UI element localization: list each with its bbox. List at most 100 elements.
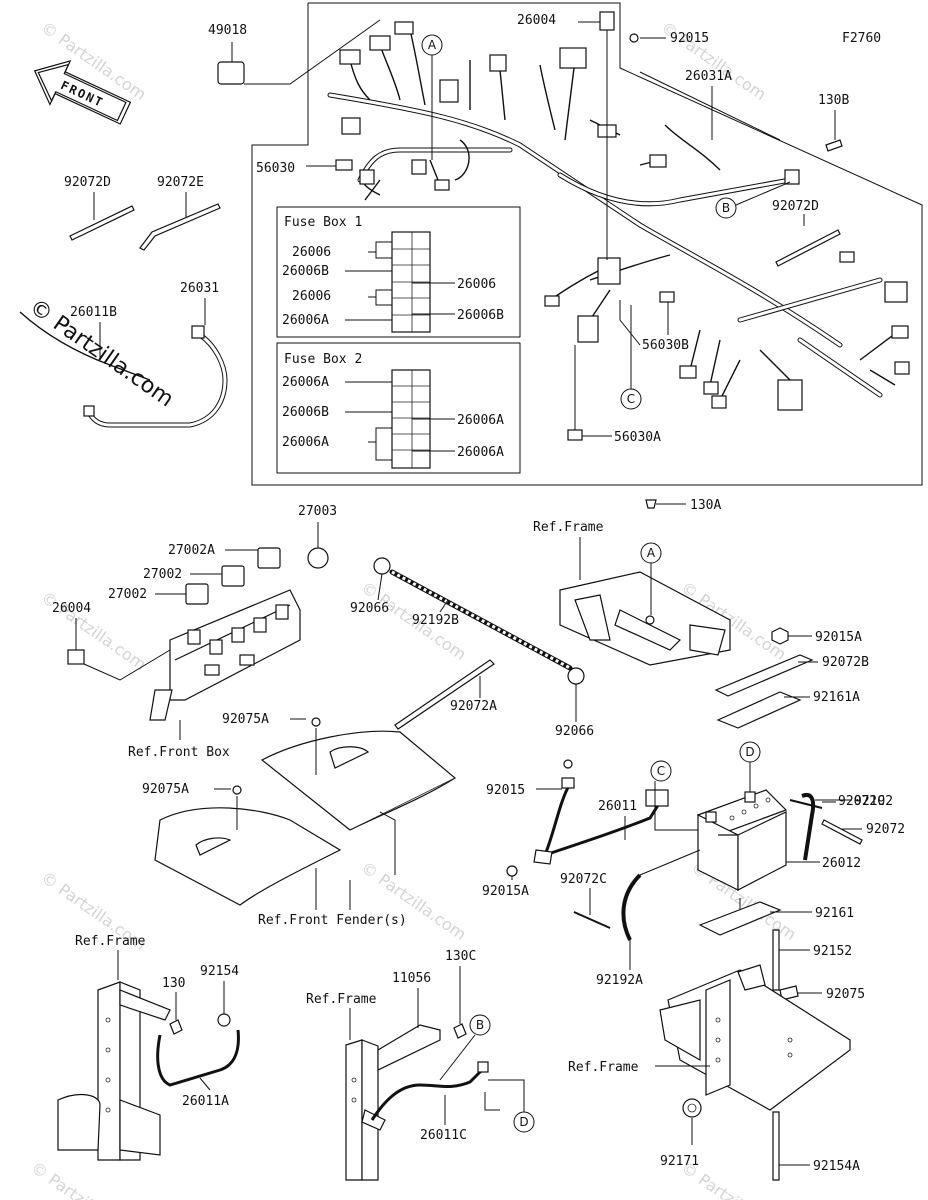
- label-92192B: 92192B: [412, 613, 459, 628]
- clip-56030A: [567, 429, 583, 441]
- fuse-box-1-left-4: 26006A: [282, 313, 329, 328]
- rod-92152: [772, 929, 780, 991]
- cable-26011C: [370, 1068, 484, 1121]
- callout-b-bottom: [469, 1014, 491, 1036]
- fuse-box-1-right-2: 26006B: [457, 308, 504, 323]
- main-harness-box: [251, 2, 923, 486]
- tube-92192: [801, 793, 816, 861]
- nut-92015-mid: [563, 759, 573, 769]
- tube-92192A: [621, 873, 642, 941]
- fuse-box-2-title: Fuse Box 2: [284, 352, 362, 367]
- callout-d-bottom-label: D: [519, 1115, 528, 1129]
- ref-frame-bottom-right: Ref.Frame: [568, 1060, 639, 1075]
- callout-c-label: C: [627, 392, 635, 406]
- label-11056: 11056: [392, 971, 431, 986]
- bracket-92072B: [714, 654, 814, 697]
- tie-92072D-right: [775, 229, 841, 267]
- callout-d-battery-label: D: [745, 745, 754, 759]
- label-26031: 26031: [180, 281, 219, 296]
- tie-92072C-left: [573, 911, 611, 929]
- ref-front-box: Ref.Front Box: [128, 745, 230, 760]
- bolt-130: [169, 1019, 183, 1035]
- label-92072B: 92072B: [822, 655, 869, 670]
- frame-bottom-left: [57, 981, 171, 1161]
- fuse-box-2: Fuse Box 2 26006A 26006B 26006A 26006A 2…: [276, 342, 521, 474]
- bolt-130A: [645, 499, 657, 509]
- label-92066-top: 92066: [350, 601, 389, 616]
- tie-92072E: [139, 203, 221, 251]
- cable-26011A: [156, 1029, 240, 1087]
- relay-27002-b: [185, 583, 209, 605]
- label-26004-mid: 26004: [52, 601, 91, 616]
- fuse-box-1: Fuse Box 1 26006 26006B 26006 26006A 260…: [276, 206, 521, 338]
- label-92015A-top: 92015A: [815, 630, 862, 645]
- label-92072E: 92072E: [157, 175, 204, 190]
- fuse-box-1-left-2: 26006B: [282, 264, 329, 279]
- label-56030A: 56030A: [614, 430, 661, 445]
- frame-top: [559, 571, 731, 666]
- harness-26031: [19, 311, 228, 428]
- bolt-130C: [453, 1023, 467, 1039]
- frame-bottom-mid: [345, 1024, 441, 1181]
- label-26011A: 26011A: [182, 1094, 229, 1109]
- bracket-11056: [377, 1024, 441, 1071]
- clip-56030: [335, 159, 353, 171]
- label-92154A: 92154A: [813, 1159, 860, 1174]
- label-92072A: 92072A: [450, 699, 497, 714]
- battery-terminal: [645, 789, 669, 807]
- label-92152: 92152: [813, 944, 852, 959]
- cable-26011: [506, 759, 669, 877]
- ref-frame-top: Ref.Frame: [533, 520, 604, 535]
- label-26011: 26011: [598, 799, 637, 814]
- label-56030: 56030: [256, 161, 295, 176]
- rivet-92075A-b: [232, 785, 242, 795]
- label-92015-top: 92015: [670, 31, 709, 46]
- label-27003: 27003: [298, 504, 337, 519]
- label-49018: 49018: [208, 23, 247, 38]
- label-92171: 92171: [660, 1154, 699, 1169]
- callout-b-label: B: [722, 201, 730, 215]
- callout-c-battery: [650, 760, 672, 782]
- label-27002-a: 27002: [143, 567, 182, 582]
- figure-code: F2760: [842, 31, 881, 46]
- label-92154: 92154: [200, 964, 239, 979]
- label-92075: 92075: [826, 987, 865, 1002]
- harness-connectors: [339, 21, 910, 411]
- label-92072D-left: 92072D: [64, 175, 111, 190]
- rivet-92075A-a: [311, 717, 321, 727]
- nut-92015: [629, 33, 639, 43]
- tie-92072A: [394, 659, 495, 730]
- callout-a-frame-label: A: [647, 546, 656, 560]
- label-92066-bottom: 92066: [555, 724, 594, 739]
- label-92075A-a: 92075A: [222, 712, 269, 727]
- label-26011B: 26011B: [70, 305, 117, 320]
- connector-26004: [599, 11, 615, 31]
- label-92161: 92161: [815, 906, 854, 921]
- fuse-box-2-right-2: 26006A: [457, 445, 504, 460]
- label-56030B: 56030B: [642, 338, 689, 353]
- label-92072D-right: 92072D: [772, 199, 819, 214]
- pad-92161A: [716, 691, 802, 729]
- label-92072C-left: 92072C: [560, 872, 607, 887]
- nut-92015A-top: [771, 627, 789, 645]
- label-130: 130: [162, 976, 185, 991]
- label-130A: 130A: [690, 498, 721, 513]
- fuse-box-1-right-1: 26006: [457, 277, 496, 292]
- front-box: [67, 547, 329, 721]
- label-92072: 92072: [866, 822, 905, 837]
- label-92015-mid: 92015: [486, 783, 525, 798]
- main-harness: [327, 29, 901, 401]
- tie-92072: [821, 819, 863, 845]
- label-130C: 130C: [445, 949, 476, 964]
- relay-27002A: [257, 547, 281, 569]
- fuse-box-1-left-1: 26006: [292, 245, 331, 260]
- callout-b: [715, 197, 737, 219]
- label-92161A: 92161A: [813, 690, 860, 705]
- cable-92192B: [373, 557, 585, 730]
- label-27002-b: 27002: [108, 587, 147, 602]
- label-92192: 92192: [854, 794, 893, 809]
- ref-frame-bottom-left: Ref.Frame: [75, 934, 146, 949]
- clip-56030B: [659, 291, 675, 303]
- fuse-box-2-left-3: 26006A: [282, 435, 329, 450]
- callout-a-label: A: [428, 38, 437, 52]
